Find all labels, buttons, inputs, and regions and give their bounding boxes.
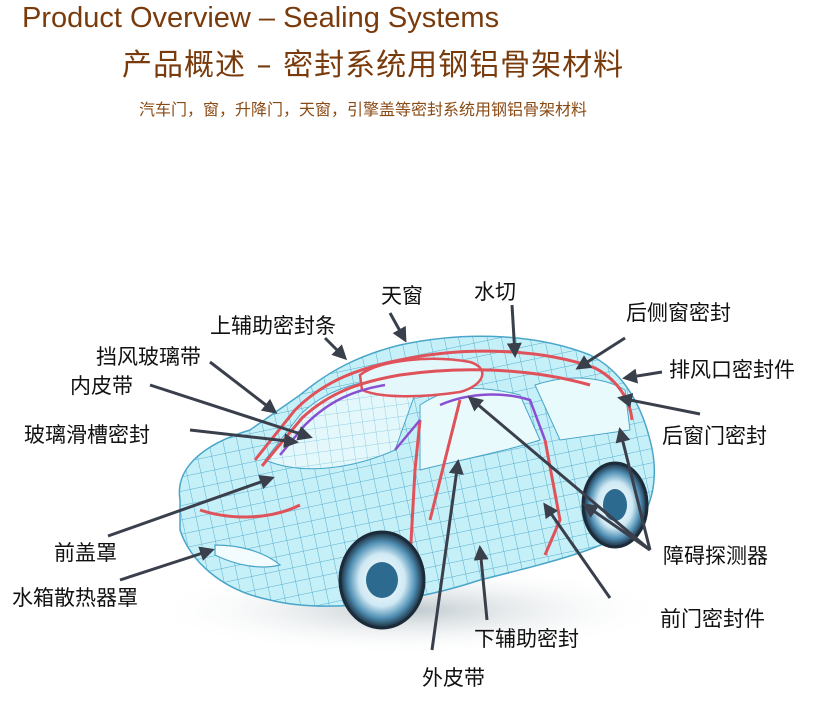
label-front-door-seal: 前门密封件 <box>660 607 765 631</box>
label-windshield-strip: 挡风玻璃带 <box>96 345 201 369</box>
title-english: Product Overview – Sealing Systems <box>22 2 500 34</box>
label-obstacle-detector: 障碍探测器 <box>663 544 768 568</box>
label-exhaust-seal: 排风口密封件 <box>669 358 795 382</box>
label-sunroof: 天窗 <box>381 284 423 308</box>
label-water-cut: 水切 <box>474 280 516 304</box>
label-hood: 前盖罩 <box>54 541 117 565</box>
label-upper-aux-seal: 上辅助密封条 <box>210 314 336 338</box>
label-outer-skin-strip: 外皮带 <box>422 666 485 690</box>
rear-wheel <box>581 461 649 549</box>
title-chinese: 产品概述 – 密封系统用钢铝骨架材料 <box>122 48 625 83</box>
front-wheel <box>338 530 426 630</box>
headlight <box>214 544 282 568</box>
label-rear-door-seal: 后窗门密封 <box>662 424 767 448</box>
callout-arrows <box>107 304 701 651</box>
purple-seals <box>279 383 547 456</box>
label-lower-aux-seal: 下辅助密封 <box>474 627 579 651</box>
seal-outlines <box>199 349 634 601</box>
label-inner-skin-strip: 内皮带 <box>70 374 133 398</box>
car-body <box>178 335 656 607</box>
label-rear-side-window-seal: 后侧窗密封 <box>626 301 731 325</box>
label-glass-run-seal: 玻璃滑槽密封 <box>24 423 150 447</box>
subtitle: 汽车门，窗，升降门，天窗，引擎盖等密封系统用钢铝骨架材料 <box>139 100 588 119</box>
label-radiator-cover: 水箱散热器罩 <box>12 586 138 610</box>
